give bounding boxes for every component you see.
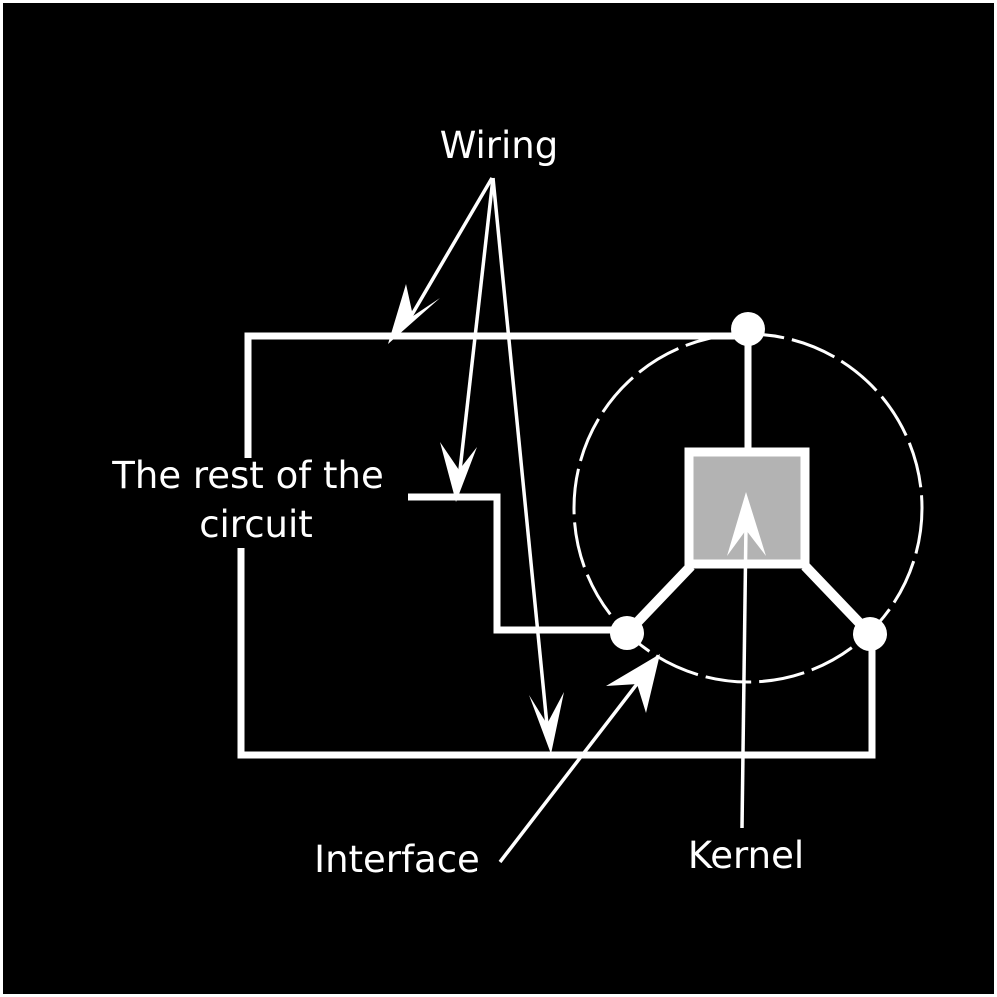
interface-arrow-line	[498, 678, 642, 864]
rest-of-circuit-label-line2: circuit	[199, 503, 313, 546]
wiring-arrow-3-head	[529, 692, 564, 754]
wire-bottom-loop	[237, 548, 876, 759]
kernel-arrow-line	[740, 524, 748, 829]
kernel-arrow-head	[727, 492, 766, 556]
interface-node-left	[610, 616, 644, 650]
rest-of-circuit-label-line1: The rest of the	[111, 454, 383, 497]
wiring-arrow-2-line	[458, 177, 495, 471]
wiring-arrow-2-head	[440, 442, 477, 502]
wiring-label: Wiring	[440, 124, 558, 167]
wire-outer-loop	[244, 332, 748, 458]
wiring-arrow-1-head	[388, 284, 440, 344]
interface-arrow-head	[606, 654, 660, 713]
interface-node-right	[853, 617, 887, 651]
wiring-arrow-1-line	[408, 177, 494, 319]
interface-node-top	[731, 312, 765, 346]
wiring-arrow-3-line	[491, 177, 549, 726]
wire-middle	[408, 493, 627, 634]
kernel-label: Kernel	[688, 834, 804, 877]
interface-label: Interface	[314, 838, 480, 881]
